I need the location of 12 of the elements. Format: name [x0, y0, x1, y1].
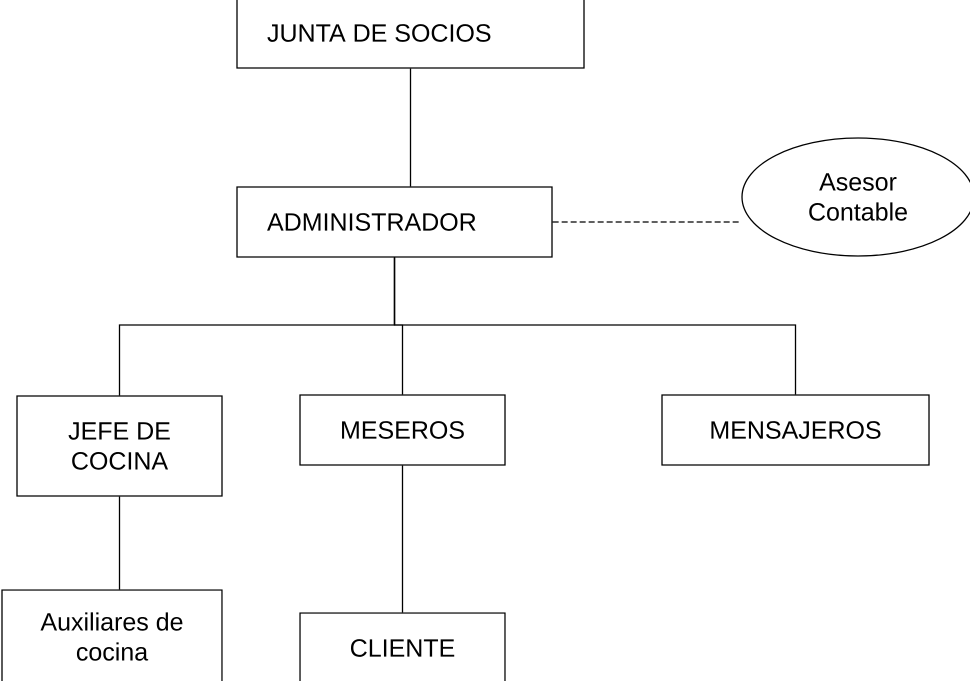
connector-line: [118, 496, 120, 590]
connector-line: [410, 68, 412, 186]
org-box: JEFE DE COCINA: [16, 395, 223, 497]
org-box: CLIENTE: [299, 612, 506, 681]
org-box: MESEROS: [299, 394, 506, 466]
connector-line: [552, 221, 742, 223]
connector-line: [394, 258, 796, 394]
org-box: JUNTA DE SOCIOS: [236, 0, 585, 69]
org-box: Auxiliares de cocina: [1, 589, 223, 681]
connector-line: [402, 466, 404, 612]
org-box: MENSAJEROS: [661, 394, 930, 466]
org-box: ADMINISTRADOR: [236, 186, 553, 258]
